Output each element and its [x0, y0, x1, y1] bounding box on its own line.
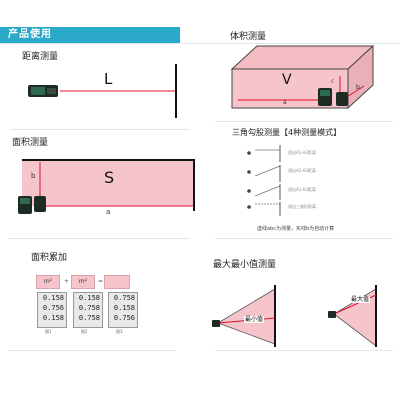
volume-label-b: b — [356, 84, 360, 91]
header-divider — [0, 43, 400, 44]
triangle-note: 虚线abc为测量，实线b为自动计算 — [257, 226, 335, 232]
min-value-label: 最小值 — [244, 316, 265, 323]
divider — [10, 129, 190, 130]
volume-label-v: V — [282, 72, 292, 88]
triangle-step-3 — [247, 184, 281, 200]
lcd-screen-2: 0.158 0.758 0.758 — [73, 292, 103, 328]
lcd-line: 0.756 — [42, 304, 64, 312]
max-value-label: 最大值 — [350, 296, 371, 303]
minmax-section-title: 最大最小值测量 — [213, 260, 277, 270]
lcd-line: 0.158 — [78, 294, 100, 302]
area-unit-box-1: m² — [36, 275, 60, 289]
lcd-line: 0.758 — [113, 294, 135, 302]
accumulate-section-title: 面积累加 — [31, 253, 68, 263]
triangle-step-3-text: 测出A1-A3距离 — [288, 187, 316, 192]
lcd-screen-3: 0.758 0.158 0.756 — [108, 292, 138, 328]
divider — [8, 350, 176, 351]
lcd-line: 0.158 — [42, 294, 64, 302]
area-label-b: b — [31, 172, 36, 180]
triangle-step-1 — [247, 145, 281, 162]
volume-label-a: a — [283, 99, 287, 106]
page-title: 产品使用 — [8, 29, 52, 40]
divider — [215, 238, 393, 239]
lcd-line: 0.756 — [113, 314, 135, 322]
divider — [215, 350, 393, 351]
lcd-line: 0.758 — [78, 304, 100, 312]
volume-label-c: c — [331, 78, 335, 85]
triangle-section-title: 三角勾股测量【4种测量模式】 — [232, 128, 342, 137]
area-label-s: S — [104, 168, 115, 187]
area-unit-box-2: m² — [71, 275, 95, 289]
laser-meter-icon — [28, 85, 58, 97]
triangle-step-1-text: 测出A1-A2距离 — [288, 150, 316, 155]
laser-meter-icon — [318, 88, 348, 106]
lcd-caption-3: 图3 — [116, 329, 123, 334]
triangle-step-4 — [247, 202, 281, 216]
lcd-line: 0.158 — [42, 314, 64, 322]
lcd-line: 0.158 — [113, 304, 135, 312]
divider — [215, 121, 393, 122]
volume-section-title: 体积测量 — [230, 32, 267, 42]
equals-sign: = — [98, 278, 104, 285]
plus-sign: + — [64, 278, 70, 285]
lcd-screen-1: 0.158 0.756 0.158 — [37, 292, 67, 328]
laser-meter-icon — [18, 196, 46, 214]
triangle-step-4-text: 测出三角形距离 — [288, 204, 316, 209]
distance-section-title: 距离测量 — [22, 52, 59, 62]
header-bar — [0, 27, 180, 43]
distance-label-l: L — [104, 70, 113, 88]
lcd-caption-2: 图2 — [81, 329, 88, 334]
divider — [8, 238, 190, 239]
area-section-title: 面积测量 — [12, 138, 49, 148]
max-value-diagram — [328, 285, 377, 347]
triangle-step-2-text: 测出A2-A3距离 — [288, 168, 316, 173]
triangle-step-2 — [247, 165, 281, 182]
area-label-a: a — [106, 208, 111, 216]
lcd-line: 0.758 — [78, 314, 100, 322]
area-sum-box — [104, 275, 130, 289]
lcd-caption-1: 图1 — [45, 329, 52, 334]
